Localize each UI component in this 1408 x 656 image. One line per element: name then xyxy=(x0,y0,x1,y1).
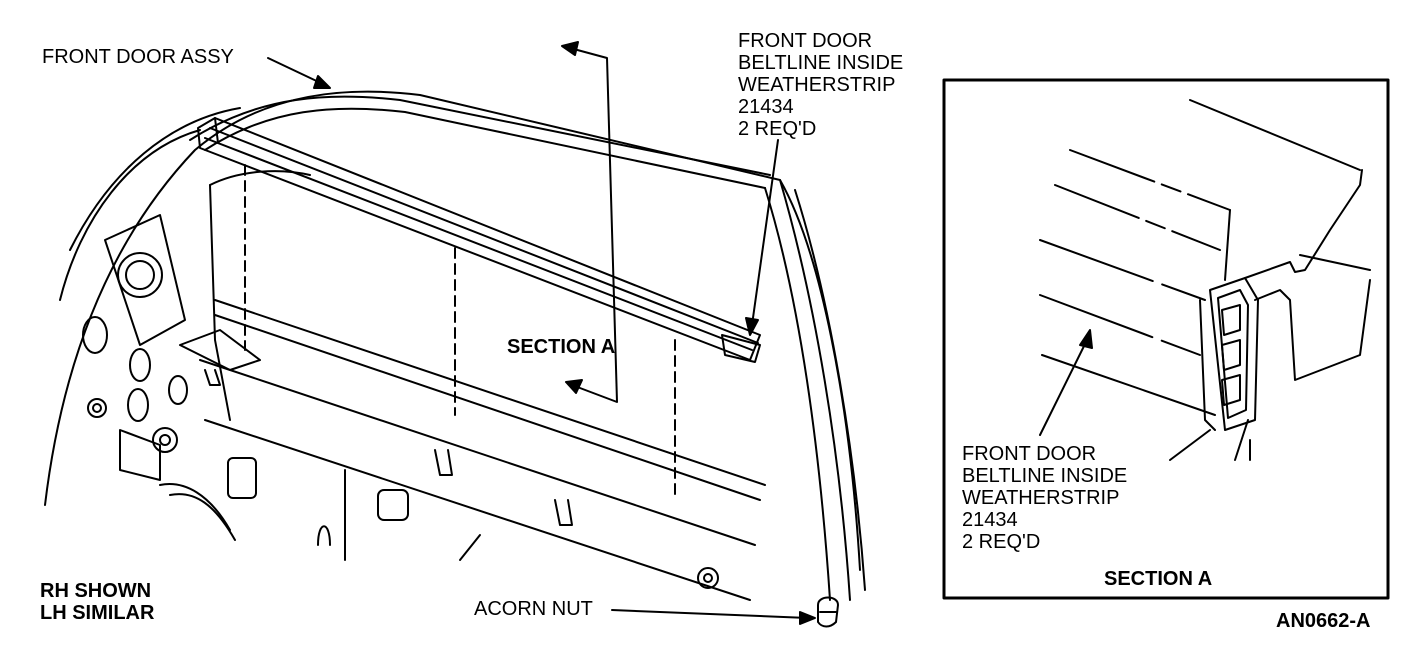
label-rh-shown: RH SHOWN LH SIMILAR xyxy=(40,580,154,624)
lh-similar-text: LH SIMILAR xyxy=(40,602,155,624)
label-section-a-inset: SECTION A xyxy=(1104,568,1213,590)
inset-border xyxy=(942,78,1390,600)
weatherstrip-inset-line-2: BELTLINE INSIDE xyxy=(962,465,1128,487)
label-section-a-main: SECTION A xyxy=(507,336,616,358)
weatherstrip-inset-line-3: WEATHERSTRIP xyxy=(962,487,1120,509)
acorn-nut xyxy=(817,596,839,628)
label-weatherstrip-inset: FRONT DOOR BELTLINE INSIDE WEATHERSTRIP … xyxy=(962,443,1127,553)
label-front-door-assy: FRONT DOOR ASSY xyxy=(42,46,234,68)
door-frame xyxy=(44,90,866,601)
inset-weatherstrip-section xyxy=(1039,99,1371,461)
label-acorn-nut: ACORN NUT xyxy=(474,598,593,620)
door-panel-holes xyxy=(82,214,719,589)
section-a-cut-line xyxy=(561,41,618,403)
rh-shown-text: RH SHOWN xyxy=(40,580,152,602)
weatherstrip-main-line-2: BELTLINE INSIDE xyxy=(738,52,904,74)
beltline-weatherstrip-main xyxy=(197,117,761,363)
weatherstrip-main-line-4: 21434 xyxy=(738,96,794,118)
leader-lines-main xyxy=(267,57,816,625)
weatherstrip-inset-line-4: 21434 xyxy=(962,509,1018,531)
weatherstrip-inset-line-5: 2 REQ'D xyxy=(962,531,1041,553)
inner-panel xyxy=(179,164,766,601)
figure-id: AN0662-A xyxy=(1276,610,1371,632)
leader-lines-inset xyxy=(1039,329,1093,436)
weatherstrip-main-line-1: FRONT DOOR xyxy=(738,30,873,52)
weatherstrip-main-line-3: WEATHERSTRIP xyxy=(738,74,896,96)
weatherstrip-inset-line-1: FRONT DOOR xyxy=(962,443,1097,465)
label-weatherstrip-main: FRONT DOOR BELTLINE INSIDE WEATHERSTRIP … xyxy=(738,30,903,140)
weatherstrip-main-line-5: 2 REQ'D xyxy=(738,118,817,140)
